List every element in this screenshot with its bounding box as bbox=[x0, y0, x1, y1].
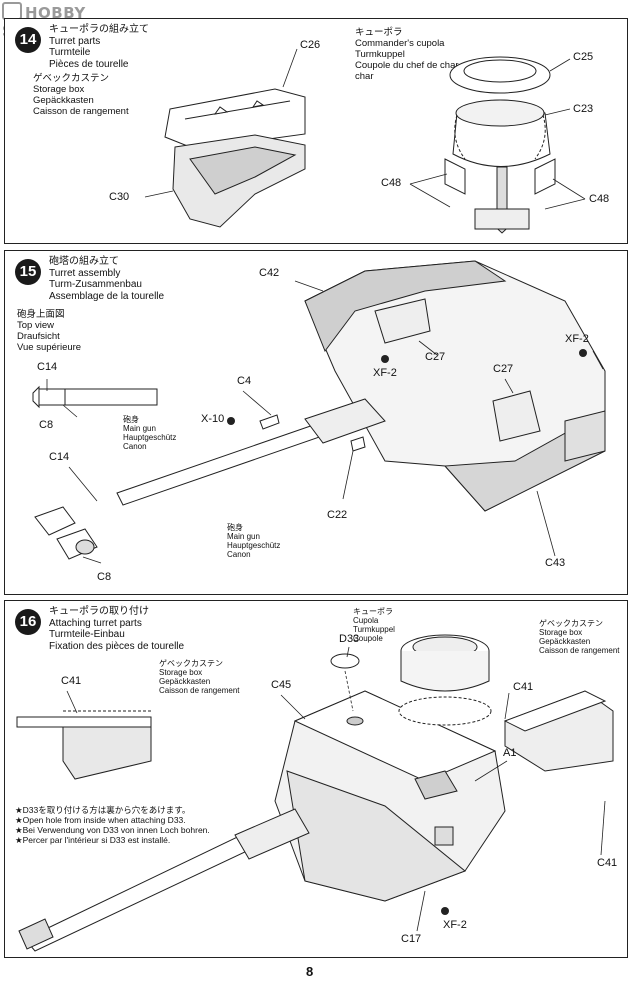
part-label-c27-right: C27 bbox=[493, 363, 514, 375]
step-15-panel: 15 砲塔の組み立て Turret assembly Turm-Zusammen… bbox=[4, 250, 628, 595]
step-title-block: 砲塔の組み立て Turret assembly Turm-Zusammenbau… bbox=[49, 256, 164, 302]
part-label-a1: A1 bbox=[503, 747, 517, 759]
step-number-badge: 15 bbox=[15, 259, 41, 285]
note-french: ★Percer par l'intérieur si D33 est insta… bbox=[15, 835, 171, 845]
part-label-c17: C17 bbox=[401, 933, 422, 945]
part-label-c26: C26 bbox=[300, 39, 321, 51]
note-german: ★Bei Verwendung von D33 von innen Loch b… bbox=[15, 825, 210, 835]
leader-lines bbox=[66, 646, 606, 932]
part-label-c14-top: C14 bbox=[37, 361, 58, 373]
part-label-c4: C4 bbox=[237, 375, 252, 387]
title-japanese: 砲塔の組み立て bbox=[49, 256, 119, 267]
title-english: Turret assembly bbox=[49, 267, 121, 279]
title-german: Turmteile bbox=[49, 47, 91, 58]
page-number: 8 bbox=[306, 964, 314, 979]
title-english: Turret parts bbox=[49, 35, 101, 47]
turret-assembly-drawing bbox=[274, 690, 506, 902]
part-label-c27-left: C27 bbox=[425, 351, 446, 363]
part-label-c48-right: C48 bbox=[589, 193, 610, 205]
part-label-c43: C43 bbox=[545, 557, 566, 569]
title-japanese: キューポラの取り付け bbox=[49, 606, 149, 617]
note-english: ★Open hole from inside when attaching D3… bbox=[15, 815, 186, 825]
part-label-c41-right: C41 bbox=[597, 857, 618, 869]
step-16-drawing bbox=[16, 634, 614, 952]
part-label-c41-top: C41 bbox=[513, 681, 534, 693]
top-view-caption: 砲身上面図 Top view Draufsicht Vue supérieure bbox=[17, 309, 82, 353]
storage-box-caption-right: ゲベックカステン Storage box Gepäckkasten Caisso… bbox=[539, 619, 620, 655]
part-label-c14-bottom: C14 bbox=[49, 451, 70, 463]
part-label-c22: C22 bbox=[327, 509, 348, 521]
cupola-drawing bbox=[398, 634, 492, 726]
part-label-c41-left: C41 bbox=[61, 675, 82, 687]
part-label-xf2-right: XF-2 bbox=[565, 333, 589, 345]
storage-box-caption: ゲベックカステン Storage box Gepäckkasten Caisso… bbox=[33, 73, 129, 117]
step-14-panel: 14 キューポラの組み立て Turret parts Turmteile Piè… bbox=[4, 18, 628, 244]
part-label-d33: D33 bbox=[339, 633, 360, 645]
title-japanese: キューポラの組み立て bbox=[49, 24, 149, 35]
part-label-x10: X-10 bbox=[201, 413, 225, 425]
drilling-notes: ★D33を取り付ける方は裏から穴をあけます。 ★Open hole from i… bbox=[15, 805, 210, 845]
main-gun-caption-top: 砲身 Main gun Hauptgeschütz Canon bbox=[123, 415, 177, 451]
muzzle-brake-drawing bbox=[34, 506, 98, 560]
storage-box-side-view-drawing bbox=[16, 710, 152, 780]
part-label-c48-left: C48 bbox=[381, 177, 402, 189]
step-number-badge: 14 bbox=[15, 27, 41, 53]
part-label-c8-bottom: C8 bbox=[97, 571, 112, 583]
leader-lines bbox=[46, 280, 604, 564]
part-label-xf2: XF-2 bbox=[443, 919, 467, 931]
title-german: Turmteile-Einbau bbox=[49, 629, 125, 640]
pin-icon bbox=[441, 907, 449, 915]
title-german: Turm-Zusammenbau bbox=[49, 279, 142, 290]
pin-icons bbox=[227, 349, 587, 425]
part-label-c45: C45 bbox=[271, 679, 292, 691]
d33-cap-drawing bbox=[330, 653, 364, 726]
storage-box-caption-left: ゲベックカステン Storage box Gepäckkasten Caisso… bbox=[159, 659, 240, 695]
turret-shell-drawing bbox=[304, 260, 606, 512]
note-japanese: ★D33を取り付ける方は裏から穴をあけます。 bbox=[15, 805, 191, 815]
cupola-drawing bbox=[444, 56, 556, 234]
part-label-c8-top: C8 bbox=[39, 419, 54, 431]
leader-lines bbox=[144, 48, 586, 210]
title-french: Pièces de tourelle bbox=[49, 58, 129, 70]
main-gun-caption-bottom: 砲身 Main gun Hauptgeschütz Canon bbox=[227, 523, 281, 559]
title-french: Fixation des pièces de tourelle bbox=[49, 640, 185, 652]
cupola-caption: キューポラ Commander's cupola Turmkuppel Coup… bbox=[355, 27, 459, 82]
top-view-barrel-drawing bbox=[32, 385, 158, 409]
step-title-block: キューポラの組み立て Turret parts Turmteile Pièces… bbox=[49, 24, 149, 70]
storage-box-right-drawing bbox=[503, 690, 614, 772]
part-label-c30: C30 bbox=[109, 191, 130, 203]
step-number-badge: 16 bbox=[15, 609, 41, 635]
title-english: Attaching turret parts bbox=[49, 617, 142, 629]
part-label-c25: C25 bbox=[573, 51, 594, 63]
step-15-drawing bbox=[32, 260, 606, 564]
storage-box-lid-drawing bbox=[164, 88, 306, 150]
part-label-xf2-left: XF-2 bbox=[373, 367, 397, 379]
main-gun-barrel-drawing bbox=[116, 398, 386, 506]
step-16-panel: 16 キューポラの取り付け Attaching turret parts Tur… bbox=[4, 600, 628, 958]
title-french: Assemblage de la tourelle bbox=[49, 290, 165, 302]
cupola-caption: キューポラ Cupola Turmkuppel Coupole bbox=[353, 607, 395, 643]
step-14-drawing bbox=[144, 48, 586, 234]
step-title-block: キューポラの取り付け Attaching turret parts Turmte… bbox=[49, 606, 184, 652]
part-label-c23: C23 bbox=[573, 103, 594, 115]
part-label-c42: C42 bbox=[259, 267, 280, 279]
gun-barrel-drawing bbox=[18, 808, 310, 952]
storage-box-body-drawing bbox=[172, 134, 306, 228]
